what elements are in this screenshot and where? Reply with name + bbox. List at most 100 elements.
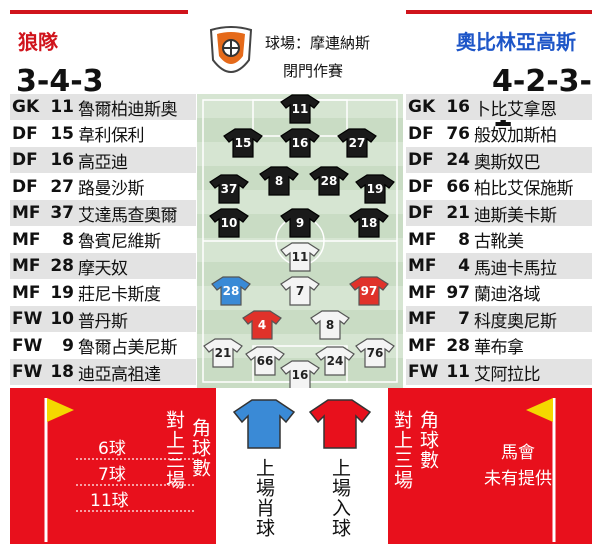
position: DF: [408, 123, 434, 144]
player-name: 奧斯奴巴: [474, 152, 541, 173]
position: DF: [408, 176, 434, 197]
position: MF: [408, 256, 437, 276]
shirt-icon: [280, 208, 320, 238]
shirt-icon: [349, 276, 389, 306]
position: MF: [12, 203, 41, 223]
shirt-number: 8: [458, 229, 470, 250]
player-name: 摩天奴: [78, 258, 128, 279]
no-data-line: 馬會: [501, 443, 535, 463]
position: MF: [408, 229, 437, 250]
position: MF: [12, 229, 41, 250]
venue-label: 球場：摩連納斯: [265, 34, 371, 52]
position: MF: [12, 282, 41, 303]
shirt-number: 27: [50, 176, 74, 197]
shirt-number: 11: [50, 97, 74, 117]
shirt-number-label: 19: [366, 182, 384, 196]
player-name: 莊尼卡斯度: [78, 285, 161, 305]
left-player-shirt: 18: [349, 208, 389, 238]
shirt-icon: [337, 128, 377, 158]
shirt-icon: [209, 208, 249, 238]
shirt-number: 16: [50, 150, 74, 170]
shirt-number-label: 27: [348, 136, 366, 150]
player-name: 普丹斯: [78, 311, 128, 332]
shirt-icon: [242, 310, 282, 340]
position: FW: [12, 362, 43, 382]
right-player-shirt: 7: [280, 276, 320, 306]
left-player-shirt: 15: [223, 128, 263, 158]
shirt-number: 24: [446, 150, 470, 170]
venue-note: 閉門作賽: [283, 62, 344, 80]
right-player-shirt: 97: [349, 276, 389, 306]
divider-line: [76, 484, 194, 486]
goals-conceded-label: 上場肖球: [253, 458, 275, 538]
shirt-number: 37: [50, 203, 74, 223]
player-name: 卜比艾拿恩: [474, 99, 557, 120]
red-shirt-icon: [308, 399, 372, 449]
shirt-number: 15: [50, 123, 74, 144]
shirt-number: 11: [446, 362, 470, 382]
shirt-number-label: 15: [234, 136, 252, 150]
corner-flag-icon: [44, 398, 74, 542]
position: DF: [408, 203, 434, 223]
shirt-icon: [315, 346, 355, 376]
position: DF: [12, 123, 38, 144]
right-player-shirt: 4: [242, 310, 282, 340]
last-match-goals: 上場肖球 上場入球: [216, 388, 388, 544]
left-player-shirt: 28: [309, 166, 349, 196]
shirt-icon: [280, 276, 320, 306]
left-player-shirt: 16: [280, 128, 320, 158]
shirt-number: 28: [446, 335, 470, 356]
player-name: 迪斯美卡斯: [474, 205, 557, 226]
player-name: 路曼沙斯: [78, 179, 145, 199]
left-corner-header: 角球數: [189, 418, 211, 478]
shirt-number: 10: [50, 309, 74, 329]
player-name: 魯爾柏迪斯奧: [78, 99, 178, 120]
shirt-number-label: 7: [295, 284, 305, 298]
left-player-shirt: 10: [209, 208, 249, 238]
blue-shirt-icon: [232, 399, 296, 449]
shirt-number-label: 8: [274, 174, 284, 188]
player-name: 魯賓尼維斯: [78, 232, 161, 252]
shirt-number-label: 24: [326, 354, 344, 368]
shirt-number-label: 11: [291, 102, 309, 116]
shirt-icon: [223, 128, 263, 158]
corner-value: 7球: [98, 465, 126, 485]
shirt-number-label: 8: [325, 318, 335, 332]
shirt-number: 18: [50, 362, 74, 382]
player-name: 高亞迪: [78, 152, 128, 173]
shirt-number: 76: [446, 123, 470, 144]
goals-scored-label: 上場入球: [329, 458, 351, 538]
left-player-shirt: 8: [259, 166, 299, 196]
shirt-number: 28: [50, 256, 74, 276]
player-name: 艾達馬查奧爾: [78, 205, 178, 226]
player-name: 蘭迪洛域: [474, 285, 541, 305]
shirt-number: 21: [446, 203, 470, 223]
shirt-number-label: 10: [220, 216, 238, 230]
right-player-shirt: 16: [280, 360, 320, 390]
position: DF: [408, 150, 434, 170]
right-player-shirt: 8: [310, 310, 350, 340]
right-player-shirt: 66: [245, 346, 285, 376]
trophy-logo-icon: [209, 26, 253, 73]
shirt-icon: [245, 346, 285, 376]
shirt-number: 8: [62, 229, 74, 250]
shirt-number: 19: [50, 282, 74, 303]
right-corner-header: 角球數: [417, 410, 439, 470]
player-name: 魯爾占美尼斯: [78, 338, 178, 358]
shirt-number-label: 37: [220, 182, 238, 196]
position: FW: [408, 362, 439, 382]
position: GK: [408, 97, 436, 117]
divider-line: [76, 458, 194, 460]
